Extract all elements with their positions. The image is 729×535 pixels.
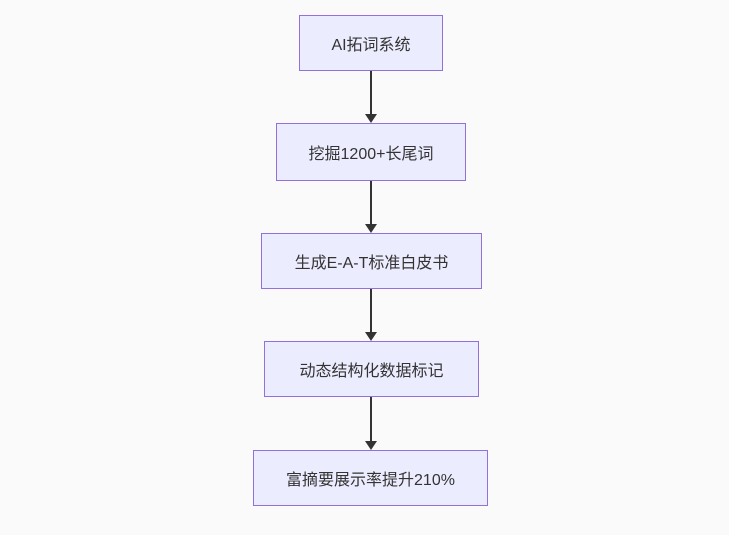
flow-node-label: 动态结构化数据标记	[299, 363, 444, 380]
flow-node-mine-longtail-keywords: 挖掘1200+长尾词	[276, 123, 466, 181]
arrow-shaft	[370, 397, 372, 441]
arrow-shaft	[370, 181, 372, 224]
flow-arrow-4-to-5	[365, 397, 377, 450]
arrow-head-down-icon	[365, 332, 377, 341]
flow-node-rich-snippet-rate-increase: 富摘要展示率提升210%	[253, 450, 488, 506]
arrow-shaft	[370, 289, 372, 332]
flow-arrow-2-to-3	[365, 181, 377, 233]
flow-node-label: 富摘要展示率提升210%	[286, 472, 455, 489]
flow-node-generate-eat-whitepaper: 生成E-A-T标准白皮书	[261, 233, 482, 289]
flow-node-label: 挖掘1200+长尾词	[308, 146, 434, 163]
arrow-head-down-icon	[365, 224, 377, 233]
arrow-shaft	[370, 71, 372, 114]
arrow-head-down-icon	[365, 114, 377, 123]
flow-arrow-3-to-4	[365, 289, 377, 341]
flow-node-dynamic-structured-data-markup: 动态结构化数据标记	[264, 341, 479, 397]
flow-node-label: 生成E-A-T标准白皮书	[294, 255, 449, 272]
flow-node-ai-word-expansion-system: AI拓词系统	[299, 15, 443, 71]
arrow-head-down-icon	[365, 441, 377, 450]
flow-node-label: AI拓词系统	[331, 37, 411, 54]
flow-arrow-1-to-2	[365, 71, 377, 123]
